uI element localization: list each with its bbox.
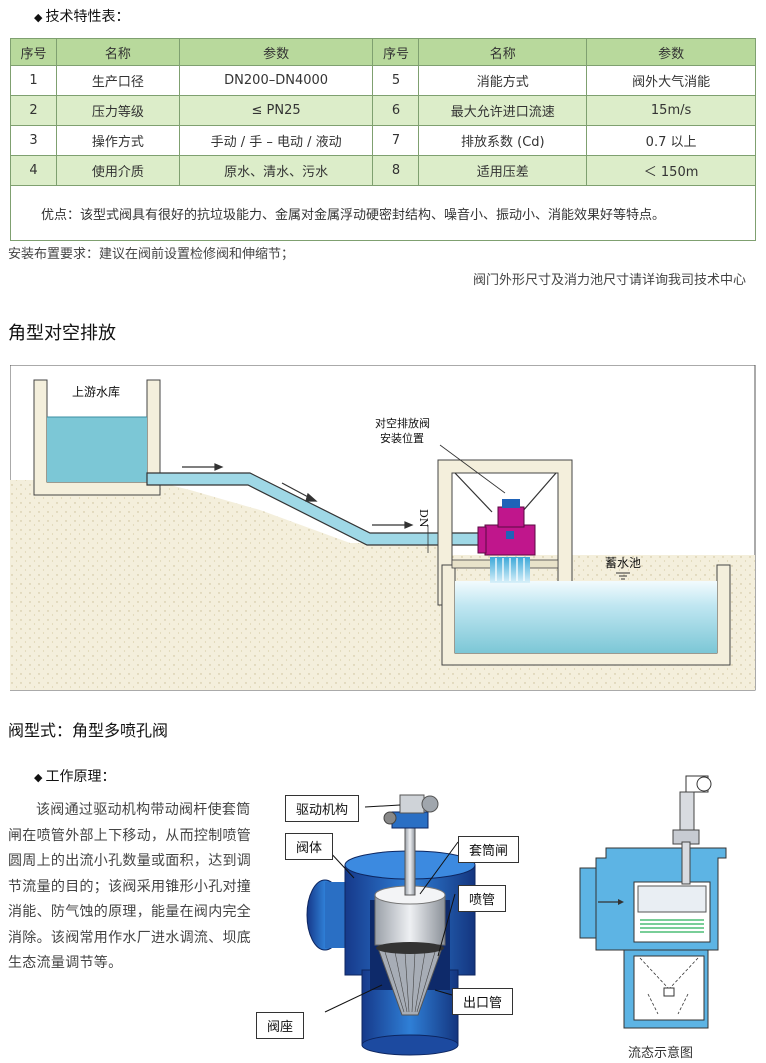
cell: 手动 / 手 – 电动 / 液动	[178, 125, 374, 156]
valve-location-line1: 对空排放阀	[375, 416, 430, 430]
cell: 排放系数 (Cd)	[418, 125, 588, 156]
cell: DN200–DN4000	[178, 65, 374, 96]
valve-icon	[477, 499, 536, 556]
cell: 适用压差	[418, 155, 588, 186]
cell: ≤ PN25	[178, 95, 374, 126]
reservoir-water	[47, 417, 147, 482]
cell: 阀外大气消能	[586, 65, 756, 96]
cell: 1	[10, 65, 57, 96]
callout-sleeve: 套筒闸	[458, 836, 520, 863]
cell: 6	[372, 95, 420, 126]
cell: 操作方式	[55, 125, 180, 156]
cell: 消能方式	[418, 65, 588, 96]
col-header: 名称	[55, 38, 180, 66]
cell: 15m/s	[586, 95, 756, 126]
ground-hill	[10, 480, 440, 690]
spec-heading: ◆技术特性表：	[34, 9, 130, 25]
cell: 5	[372, 65, 420, 96]
cell: 原水、清水、污水	[178, 155, 374, 186]
valve-type: 阀型式：角型多喷孔阀	[8, 721, 169, 740]
callout-drive: 驱动机构	[285, 795, 360, 822]
cell: 8	[372, 155, 420, 186]
water-level-icon	[616, 572, 630, 580]
spec-table-header: 序号 名称 参数 序号 名称 参数	[10, 38, 756, 66]
contact-note: 阀门外形尺寸及消力池尺寸请详询我司技术中心	[472, 273, 746, 288]
diamond-bullet-icon: ◆	[34, 771, 43, 784]
diamond-bullet-icon: ◆	[34, 11, 43, 24]
callout-nozzle: 喷管	[458, 885, 507, 912]
principle-text: 该阀通过驱动机构带动阀杆使套筒闸在喷管外部上下移动，从而控制喷管圆周上的出流小孔…	[8, 802, 252, 971]
install-note: 安装布置要求：建议在阀前设置检修阀和伸缩节；	[8, 247, 295, 262]
cell: 0.7 以上	[586, 125, 756, 156]
spec-table: 序号 名称 参数 序号 名称 参数 1 生产口径 DN200–DN4000 5 …	[10, 38, 756, 241]
flow-arrow-icon	[182, 463, 414, 529]
col-header: 序号	[10, 38, 57, 66]
principle-heading: ◆工作原理：	[34, 769, 116, 785]
callout-body: 阀体	[285, 833, 334, 860]
reservoir-label: 上游水库	[72, 384, 120, 399]
cell: 2	[10, 95, 57, 126]
cell: 3	[10, 125, 57, 156]
cell: 压力等级	[55, 95, 180, 126]
cell: 7	[372, 125, 420, 156]
advantage-text: 优点：该型式阀具有很好的抗垃圾能力、金属对金属浮动硬密封结构、噪音小、振动小、消…	[10, 185, 756, 241]
dn-label: DN	[417, 509, 430, 528]
flow-caption: 流态示意图	[628, 1046, 694, 1061]
pool-water	[455, 581, 717, 653]
valve-cutaway-diagram	[306, 794, 476, 1056]
cell: 最大允许进口流速	[418, 95, 588, 126]
flow-schematic-diagram	[579, 775, 727, 1029]
table-row: 4 使用介质 原水、清水、污水 8 适用压差 ＜ 150m	[10, 155, 756, 186]
discharge-diagram: 上游水库 DN 对空排放阀 安装位置 蓄水池	[10, 365, 756, 691]
col-header: 序号	[372, 38, 420, 66]
diagram-title: 角型对空排放	[8, 323, 116, 344]
callout-outlet: 出口管	[452, 988, 514, 1015]
table-row: 1 生产口径 DN200–DN4000 5 消能方式 阀外大气消能	[10, 65, 756, 96]
table-row: 3 操作方式 手动 / 手 – 电动 / 液动 7 排放系数 (Cd) 0.7 …	[10, 125, 756, 156]
cell: 4	[10, 155, 57, 186]
pool-label: 蓄水池	[605, 556, 641, 570]
cell: 生产口径	[55, 65, 180, 96]
callout-seat: 阀座	[256, 1012, 305, 1039]
col-header: 参数	[586, 38, 756, 66]
advantage-row: 优点：该型式阀具有很好的抗垃圾能力、金属对金属浮动硬密封结构、噪音小、振动小、消…	[10, 185, 756, 241]
cell: 使用介质	[55, 155, 180, 186]
col-header: 参数	[178, 38, 374, 66]
col-header: 名称	[418, 38, 588, 66]
valve-location-line2: 安装位置	[380, 431, 424, 445]
cell: ＜ 150m	[586, 155, 756, 186]
table-row: 2 压力等级 ≤ PN25 6 最大允许进口流速 15m/s	[10, 95, 756, 126]
